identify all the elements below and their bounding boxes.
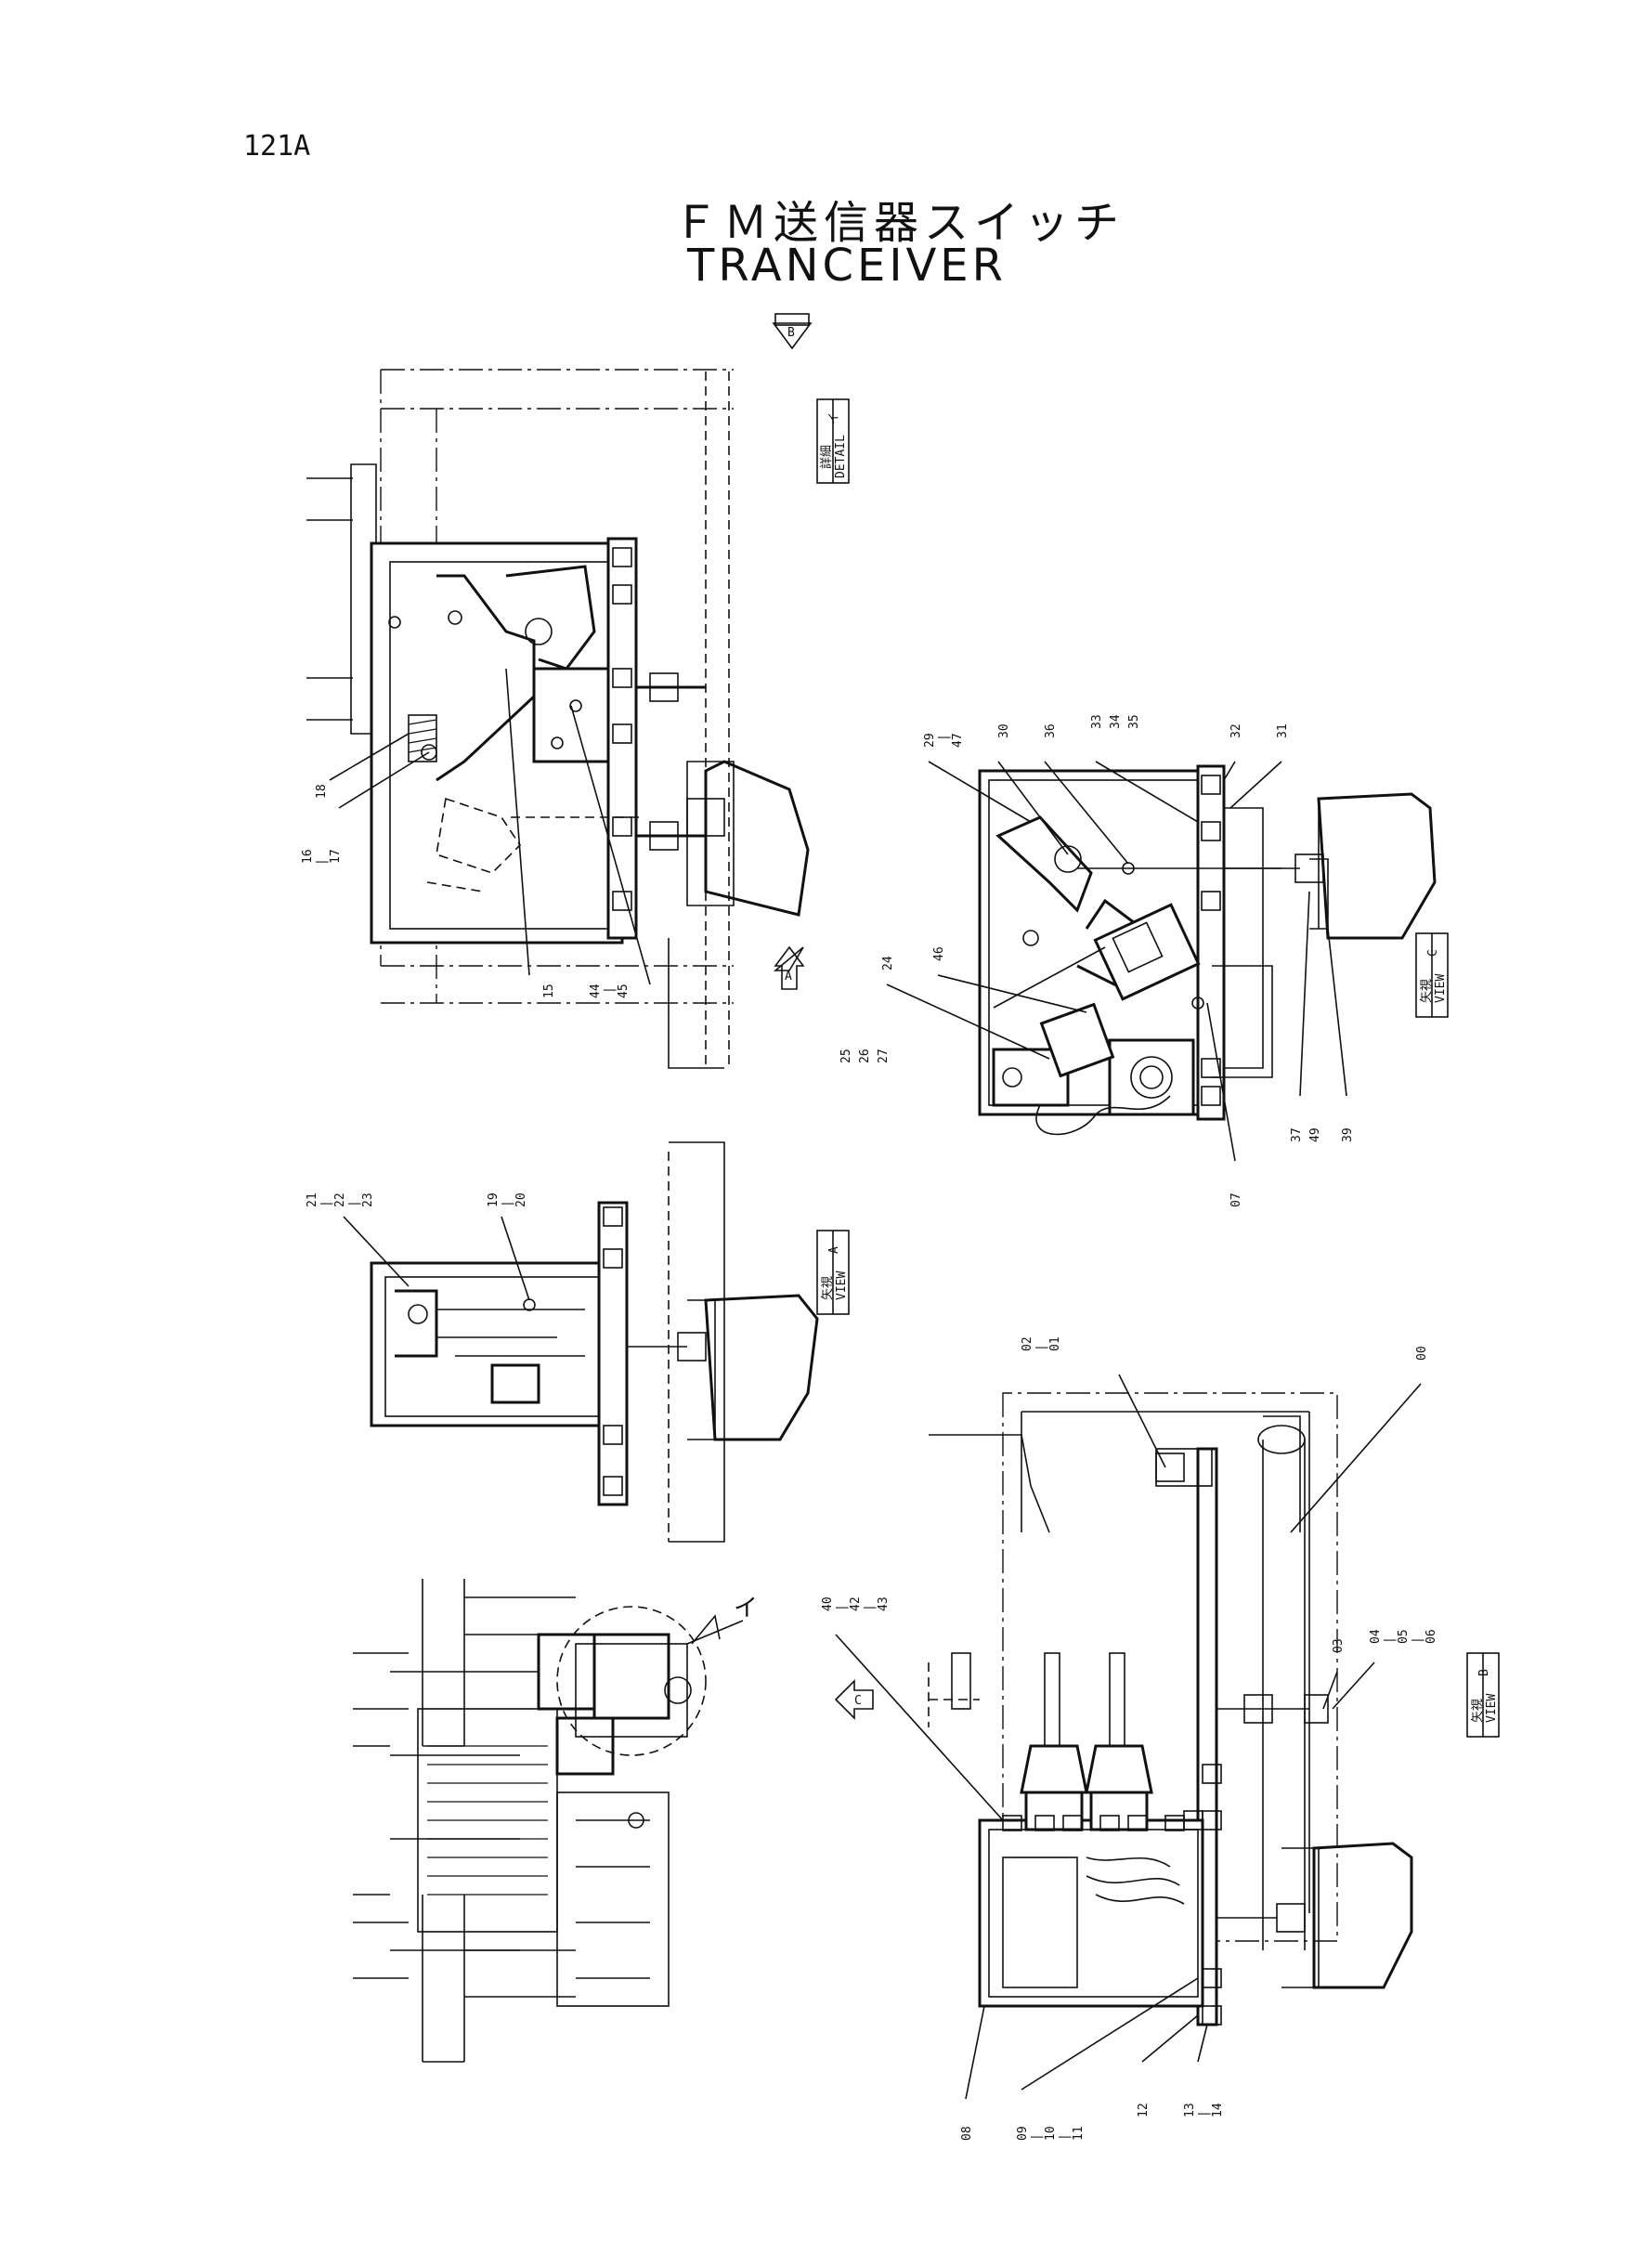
svg-text:36: 36 [1044, 723, 1058, 738]
svg-text:|: | [315, 858, 329, 866]
svg-text:44: 44 [589, 984, 603, 998]
svg-text:01: 01 [1048, 1336, 1062, 1351]
view-b-drawing: 02 | 01 00 40 | 42 | 43 03 04 | 05 | 06 … [821, 1336, 1438, 2141]
view-arrow-a: A [773, 945, 805, 990]
svg-text:|: | [863, 1604, 877, 1611]
svg-text:04: 04 [1369, 1629, 1383, 1644]
svg-text:40: 40 [821, 1596, 835, 1611]
title-english: TRANCEIVER [687, 240, 1007, 292]
svg-text:|: | [937, 734, 951, 741]
svg-text:27: 27 [877, 1049, 891, 1063]
svg-text:A: A [827, 1246, 841, 1254]
svg-text:|: | [347, 1200, 361, 1207]
svg-text:14: 14 [1211, 2103, 1225, 2117]
view-arrow-top: B [772, 313, 813, 350]
svg-text:09: 09 [1016, 2126, 1030, 2141]
svg-text:矢視: 矢視 [1471, 1699, 1485, 1723]
svg-text:26: 26 [858, 1049, 872, 1063]
svg-text:12: 12 [1137, 2103, 1151, 2117]
svg-text:42: 42 [849, 1596, 863, 1611]
view-a-tag: 矢視 VIEW A [816, 1230, 850, 1315]
svg-text:35: 35 [1127, 714, 1141, 729]
spring-icon [408, 714, 437, 762]
svg-text:イ: イ [827, 412, 841, 424]
svg-text:30: 30 [997, 723, 1011, 738]
svg-text:45: 45 [617, 984, 631, 998]
svg-text:|: | [603, 986, 617, 994]
svg-text:19: 19 [487, 1192, 501, 1207]
svg-text:10: 10 [1044, 2126, 1058, 2141]
svg-text:06: 06 [1424, 1629, 1438, 1644]
svg-text:05: 05 [1397, 1629, 1411, 1644]
svg-text:|: | [835, 1604, 849, 1611]
svg-text:39: 39 [1341, 1127, 1355, 1142]
svg-text:|: | [1197, 2110, 1211, 2117]
svg-text:07: 07 [1229, 1192, 1243, 1207]
svg-text:24: 24 [881, 956, 895, 971]
svg-text:|: | [1058, 2133, 1072, 2141]
svg-text:02: 02 [1021, 1336, 1034, 1351]
svg-text:B: B [787, 326, 795, 340]
svg-text:A: A [785, 970, 792, 984]
svg-text:矢視: 矢視 [1420, 979, 1434, 1003]
svg-text:34: 34 [1109, 714, 1123, 729]
svg-text:|: | [319, 1200, 333, 1207]
svg-text:49: 49 [1308, 1127, 1322, 1142]
svg-text:VIEW: VIEW [835, 1271, 849, 1300]
svg-text:47: 47 [951, 733, 965, 748]
svg-text:08: 08 [960, 2126, 974, 2141]
svg-text:15: 15 [542, 984, 556, 998]
svg-text:21: 21 [306, 1192, 319, 1207]
svg-text:32: 32 [1229, 723, 1243, 738]
svg-text:46: 46 [932, 946, 946, 961]
svg-text:|: | [1030, 2133, 1044, 2141]
svg-text:18: 18 [315, 784, 329, 799]
view-c-tag: 矢視 VIEW C [1415, 932, 1449, 1018]
overall-view-drawing: イ [353, 1579, 758, 2063]
page-number: 121A [243, 130, 311, 163]
svg-text:20: 20 [514, 1192, 528, 1207]
svg-text:|: | [1411, 1636, 1424, 1644]
svg-text:33: 33 [1090, 714, 1104, 729]
svg-text:VIEW: VIEW [1434, 974, 1448, 1003]
view-arrow-bottom: C [834, 1679, 874, 1720]
svg-text:|: | [1383, 1636, 1397, 1644]
svg-text:03: 03 [1332, 1638, 1346, 1653]
detail-i-tag: 詳細 DETAIL イ [816, 398, 850, 484]
svg-text:イ: イ [734, 1595, 758, 1622]
svg-text:23: 23 [361, 1192, 375, 1207]
svg-text:|: | [501, 1200, 514, 1207]
connector-left [1020, 1652, 1088, 1831]
svg-text:矢視: 矢視 [821, 1276, 835, 1300]
svg-text:00: 00 [1415, 1346, 1429, 1361]
svg-text:VIEW: VIEW [1485, 1694, 1499, 1723]
view-a-drawing: 21 | 22 | 23 19 | 20 [306, 1141, 819, 1543]
svg-text:17: 17 [329, 849, 343, 864]
svg-text:43: 43 [877, 1596, 891, 1611]
svg-text:|: | [1034, 1344, 1048, 1351]
svg-text:29: 29 [923, 733, 937, 748]
view-b-tag: 矢視 VIEW B [1466, 1652, 1500, 1738]
svg-text:22: 22 [333, 1192, 347, 1207]
svg-text:C: C [854, 1694, 862, 1708]
view-c-drawing: 29 | 47 30 36 33 34 35 32 31 24 46 25 26… [839, 714, 1437, 1207]
detail-i-drawing: 16 | 17 18 15 44 | 45 [301, 369, 810, 1069]
svg-text:37: 37 [1290, 1127, 1304, 1142]
svg-text:13: 13 [1183, 2103, 1197, 2117]
svg-text:C: C [1426, 949, 1440, 957]
svg-text:DETAIL: DETAIL [834, 435, 848, 478]
connector-right [1085, 1652, 1153, 1831]
svg-text:詳細: 詳細 [819, 445, 834, 469]
svg-text:16: 16 [301, 849, 315, 864]
title-japanese: ＦＭ送信器スイッチ [673, 197, 1125, 249]
svg-text:31: 31 [1276, 723, 1290, 738]
svg-text:25: 25 [839, 1049, 853, 1063]
svg-text:B: B [1477, 1669, 1491, 1676]
svg-text:11: 11 [1072, 2126, 1086, 2141]
